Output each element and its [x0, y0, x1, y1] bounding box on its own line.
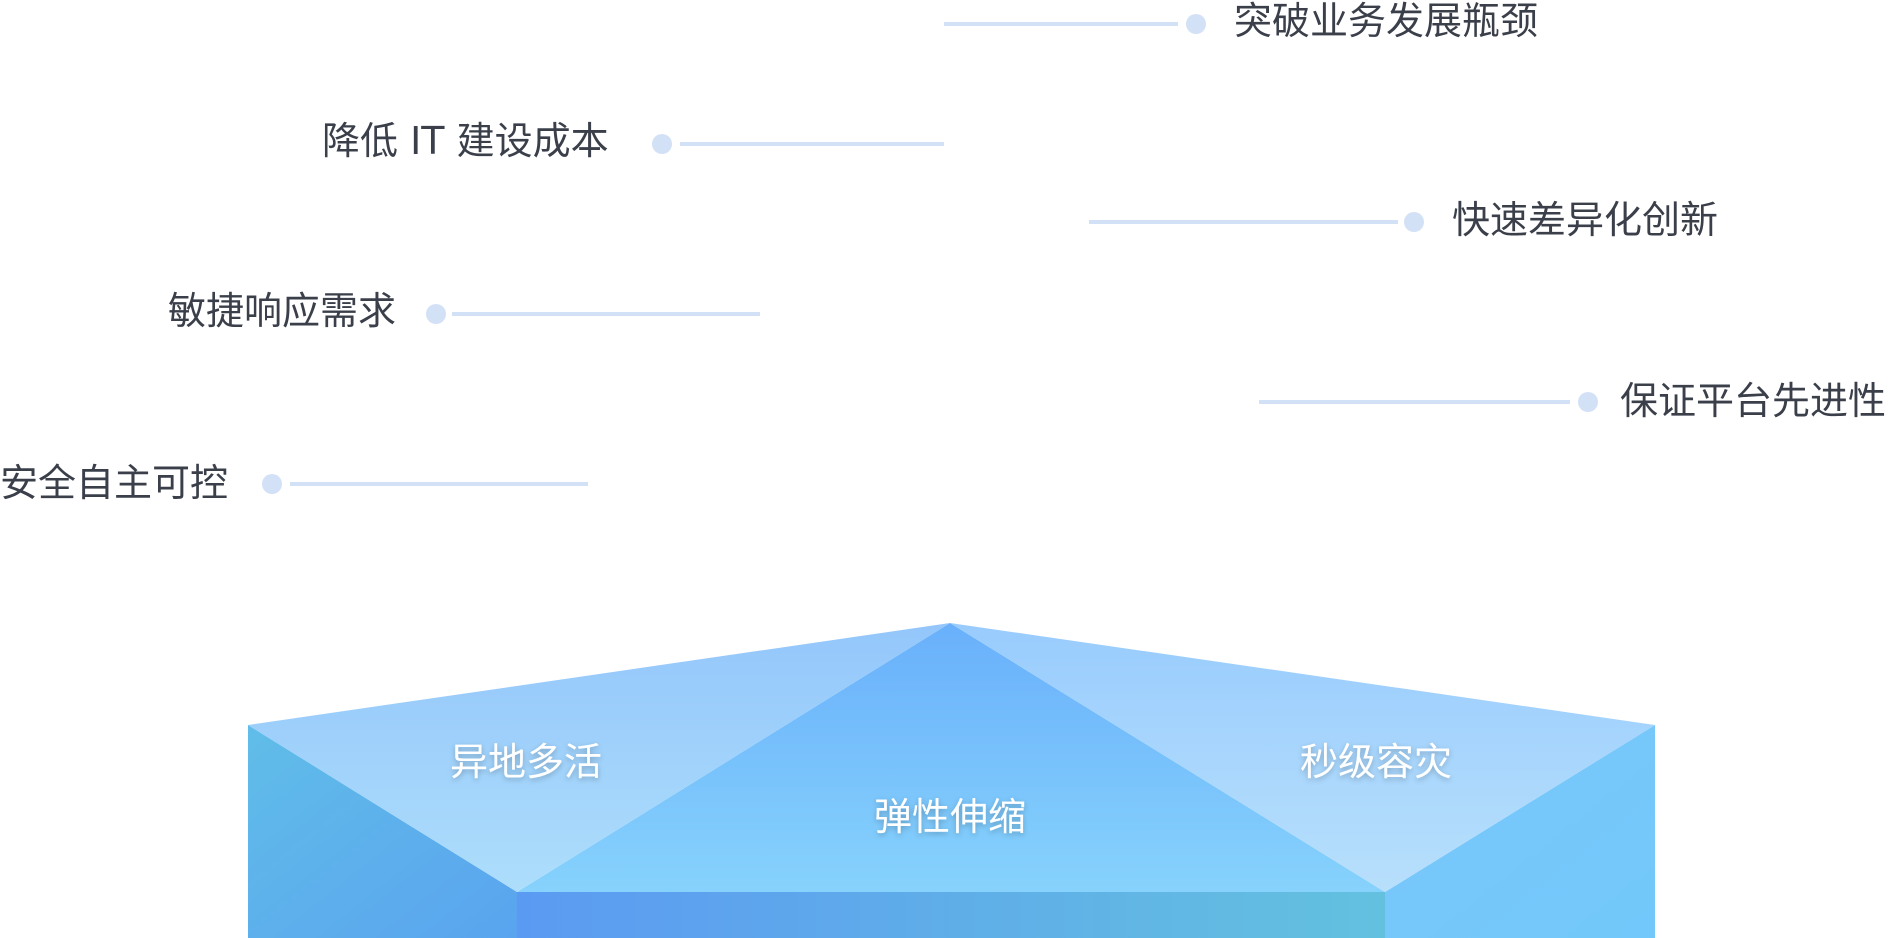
prism-top-left-face — [248, 623, 950, 892]
prism-top-right-face — [950, 623, 1655, 892]
dot-secure-control — [262, 474, 282, 494]
prism-top-center-face — [517, 623, 1385, 892]
prism-front-face — [517, 892, 1385, 938]
dot-platform-advanced — [1578, 392, 1598, 412]
benefit-labels: 突破业务发展瓶颈 降低 IT 建设成本 快速差异化创新 敏捷响应需求 保证平台先… — [0, 0, 1886, 505]
connector-dots — [262, 14, 1598, 494]
dot-break-bottleneck — [1186, 14, 1206, 34]
connector-lines — [290, 22, 1570, 830]
dot-agile-response — [426, 304, 446, 324]
label-reduce-it-cost: 降低 IT 建设成本 — [322, 119, 609, 163]
capability-labels: 异地多活 弹性伸缩 秒级容灾 — [450, 740, 1452, 839]
label-multi-site: 异地多活 — [450, 740, 602, 784]
prism-right-side-face — [1385, 725, 1655, 938]
label-elastic-scaling: 弹性伸缩 — [874, 795, 1026, 839]
dot-reduce-it-cost — [652, 134, 672, 154]
dot-fast-innovation — [1404, 212, 1424, 232]
prism-left-side-face — [248, 725, 517, 938]
label-platform-advanced: 保证平台先进性 — [1620, 379, 1886, 423]
label-secure-control: 安全自主可控 — [0, 461, 228, 505]
label-fast-innovation: 快速差异化创新 — [1452, 198, 1718, 242]
label-disaster-recovery: 秒级容灾 — [1300, 740, 1452, 784]
prism-base — [248, 623, 1655, 938]
label-break-bottleneck: 突破业务发展瓶颈 — [1234, 0, 1538, 43]
label-agile-response: 敏捷响应需求 — [168, 289, 396, 333]
